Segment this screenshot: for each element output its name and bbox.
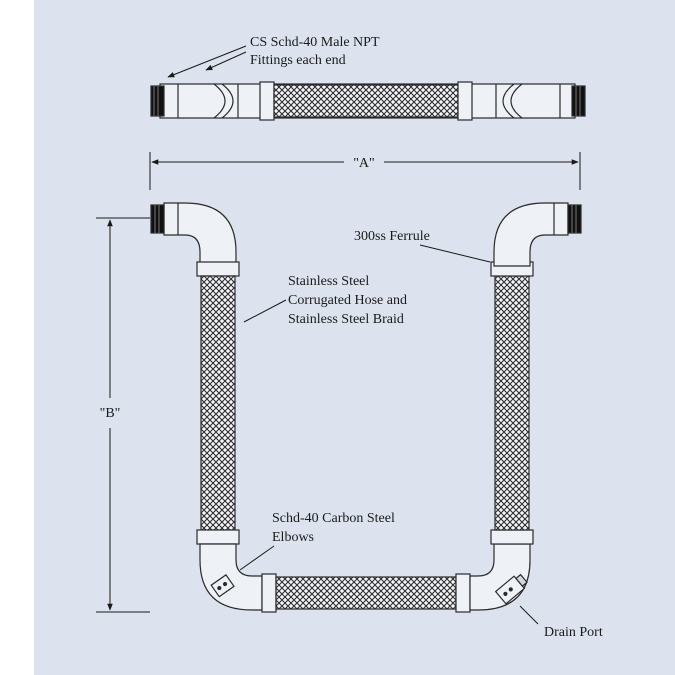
elbows-label-line1: Schd-40 Carbon Steel: [272, 511, 395, 526]
bottom-braided-hose: [275, 576, 457, 610]
elbows-callout: Schd-40 Carbon Steel Elbows: [239, 511, 395, 571]
right-braided-hose: [494, 275, 530, 531]
u-right-thread-fitting: [567, 204, 582, 234]
bottom-left-ferrule: [261, 573, 277, 613]
top-right-ferrule: [457, 81, 473, 121]
bottom-left-elbow: [199, 543, 263, 611]
left-braided-hose: [200, 275, 236, 531]
top-left-ferrule: [259, 81, 275, 121]
top-braided-hose: [273, 84, 459, 118]
ferrule-callout: 300ss Ferrule: [354, 229, 491, 263]
drain-callout: Drain Port: [519, 605, 603, 640]
dimension-b: [96, 217, 150, 613]
dimension-b-label: "B": [100, 406, 121, 421]
fittings-label-line2: Fittings each end: [250, 53, 346, 68]
elbows-label-line2: Elbows: [272, 530, 314, 545]
u-left-thread-fitting: [150, 204, 165, 234]
hose-callout: Stainless Steel Corrugated Hose and Stai…: [243, 274, 407, 327]
dimension-a: [149, 152, 581, 190]
fittings-label-line1: CS Schd-40 Male NPT: [250, 35, 380, 50]
u-hose-assembly: [150, 202, 582, 613]
top-left-elbow: [163, 202, 237, 267]
fittings-callout: CS Schd-40 Male NPT Fittings each end: [167, 35, 380, 78]
ferrule-label: 300ss Ferrule: [354, 229, 430, 244]
drain-port-label: Drain Port: [544, 625, 603, 640]
left-elbow-plug: [210, 574, 235, 598]
hose-label-line2: Corrugated Hose and: [288, 293, 407, 308]
left-top-ferrule: [196, 261, 240, 277]
drain-port-fitting: [494, 573, 528, 605]
right-fitting-weld: [502, 83, 515, 119]
hose-label-line1: Stainless Steel: [288, 274, 369, 289]
left-fitting-weld: [213, 83, 226, 119]
right-bottom-ferrule: [490, 529, 534, 545]
hose-label-line3: Stainless Steel Braid: [288, 312, 404, 327]
bottom-right-ferrule: [455, 573, 471, 613]
dimension-a-label: "A": [353, 156, 375, 171]
right-thread-fitting: [571, 85, 586, 117]
straight-hose-assembly: [150, 81, 586, 121]
left-bottom-ferrule: [196, 529, 240, 545]
top-right-elbow: [493, 202, 569, 267]
